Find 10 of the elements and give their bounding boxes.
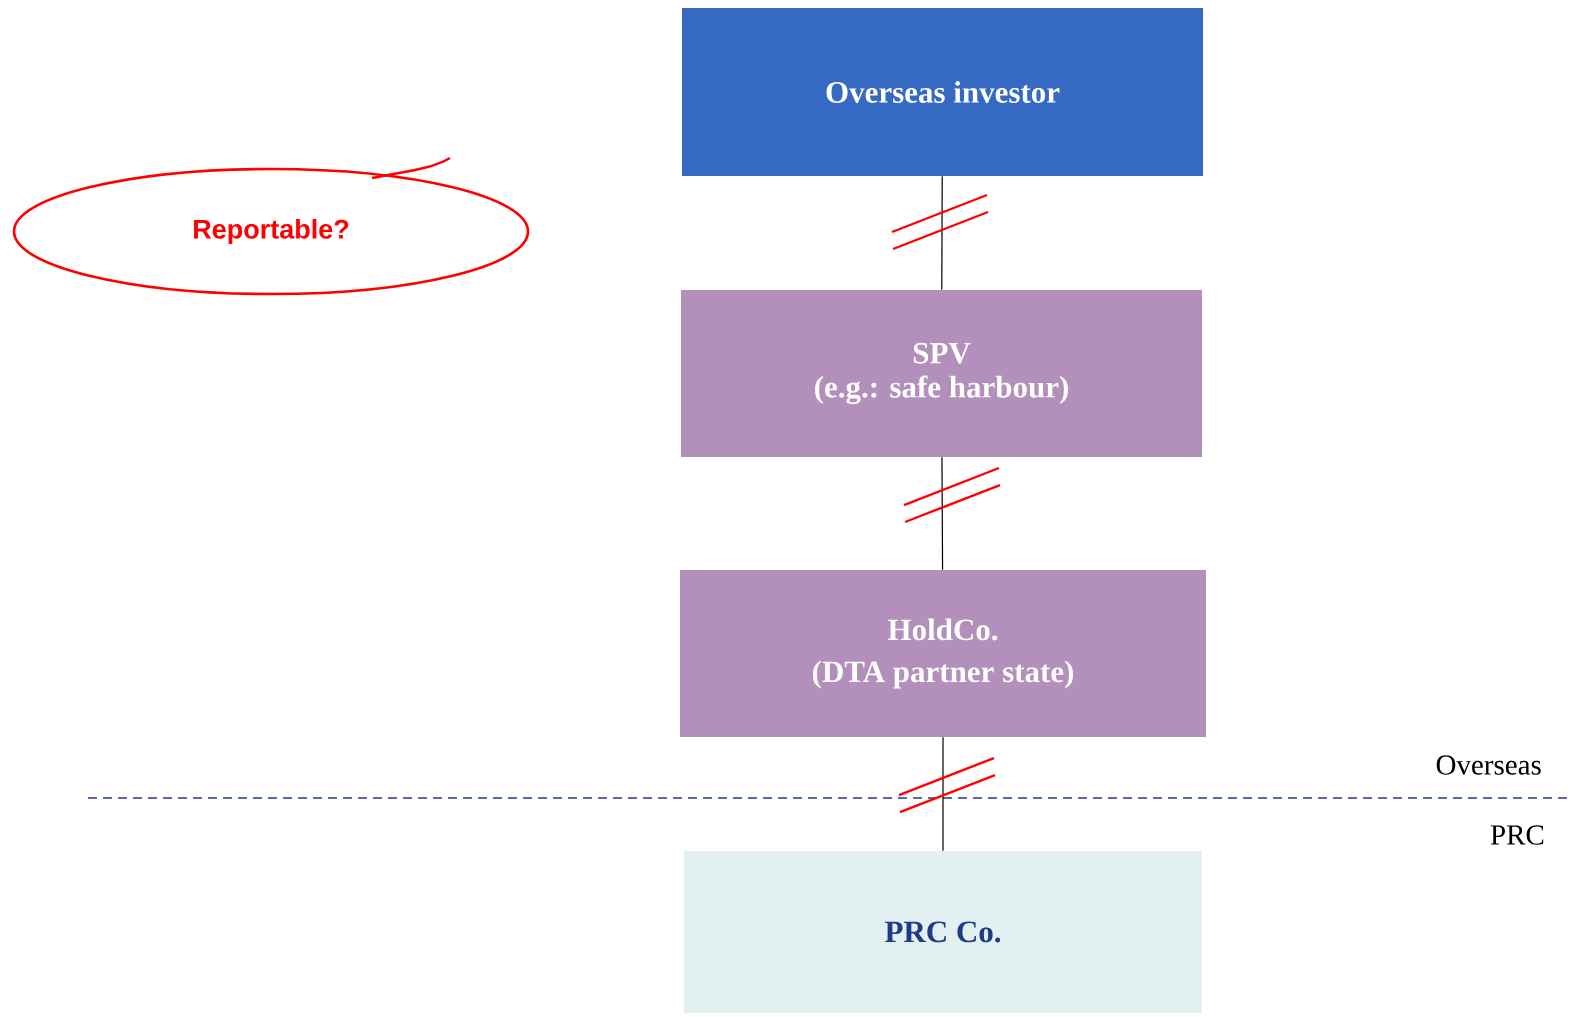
region-label: PRC [1490,825,1544,845]
connector-line [942,736,944,852]
entity-box: HoldCo. (DTA partner state) [680,570,1206,737]
entity-box: SPV (e.g.: safe harbour) [681,290,1202,457]
region-label: Overseas [1436,755,1541,775]
connector-line [941,456,944,571]
entity-box: Overseas investor [682,8,1203,176]
entity-box: PRC Co. [684,851,1202,1013]
annotation-oval: Reportable? [12,167,530,296]
connector-line [941,175,943,291]
